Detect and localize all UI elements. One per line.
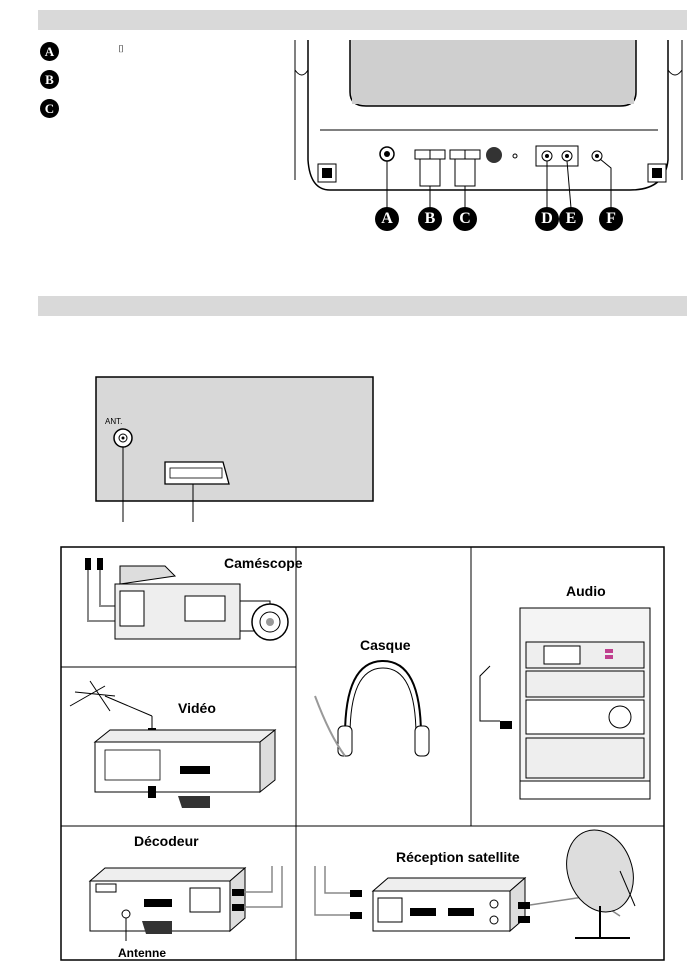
legend-badge-c: C [40,99,59,118]
satellite-dish-icon [566,829,636,939]
headphones-label: Casque [360,637,411,653]
satellite-receiver-icon [314,866,621,933]
decoder-icon [88,866,283,941]
headphones-icon [314,659,430,757]
legend-badge-a: A [40,42,59,61]
camcorder-label: Caméscope [224,555,303,571]
callout-a: A [375,207,399,231]
video-label: Vidéo [178,700,216,716]
audio-label: Audio [566,583,606,599]
section-header-band-2 [38,296,687,316]
legend-badge-b: B [40,70,59,89]
antenna-label: Antenne [118,946,166,960]
tv-front-illustration [294,40,683,210]
tv-back-panel-illustration: ANT. [95,376,374,522]
connections-diagram: Caméscope Vidéo Casque [60,546,665,961]
callout-b: B [418,207,442,231]
callout-e: E [559,207,583,231]
antenna-port-label: ANT. [105,417,122,426]
satellite-label: Réception satellite [396,849,520,865]
power-symbol-icon: ⌷ [118,44,124,55]
callout-f: F [599,207,623,231]
callout-c: C [453,207,477,231]
callout-d: D [535,207,559,231]
audio-system-icon [479,607,651,800]
decoder-label: Décodeur [134,833,199,849]
section-header-band-1 [38,10,687,30]
vcr-icon [69,680,277,808]
camcorder-icon [85,558,289,641]
